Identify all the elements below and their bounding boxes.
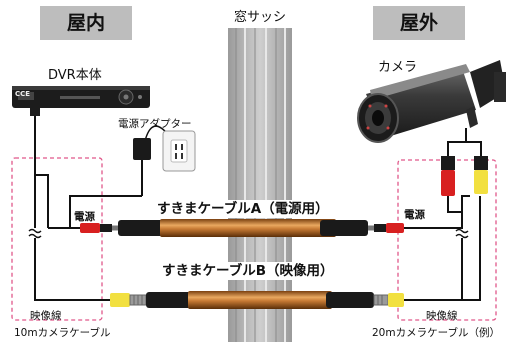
power-plug-left — [80, 223, 100, 233]
window-sash — [228, 28, 292, 342]
indoor-camera-cable-box — [11, 157, 103, 321]
flat-cable-b — [146, 291, 374, 309]
power-plug-right — [386, 223, 404, 233]
outdoor-zone-tag: 屋外 — [373, 6, 465, 40]
camera-label: カメラ — [378, 60, 418, 75]
cable-a-title: すきまケーブルA（電源用） — [153, 200, 333, 218]
window-sash-label: 窓サッシ — [217, 6, 303, 25]
flat-cable-a — [118, 219, 368, 237]
cable-b-title: すきまケーブルB（映像用） — [158, 262, 338, 280]
power-label-left: 電源 — [74, 211, 95, 223]
power-adapter-icon — [133, 138, 151, 160]
power-label-right: 電源 — [404, 209, 425, 221]
camera-cable-left-label: 10mカメラケーブル — [14, 327, 111, 339]
video-label-right: 映像線 — [426, 310, 458, 322]
cable-break-symbol-left — [28, 228, 42, 239]
security-camera-icon — [357, 60, 506, 143]
dvr-brand-logo: CCE — [15, 90, 31, 98]
camera-power-plug — [441, 170, 455, 196]
cable-break-symbol-right — [455, 228, 469, 239]
dvr-label: DVR本体 — [48, 68, 102, 83]
video-plug-left — [110, 293, 130, 307]
camera-cable-right-label: 20mカメラケーブル（例） — [372, 327, 500, 339]
dvr-unit — [12, 86, 150, 116]
video-label-left: 映像線 — [30, 310, 62, 322]
video-plug-right — [388, 293, 404, 307]
power-adapter-label: 電源アダプター — [118, 118, 192, 130]
camera-video-plug — [474, 170, 488, 194]
indoor-zone-tag: 屋内 — [40, 6, 132, 40]
